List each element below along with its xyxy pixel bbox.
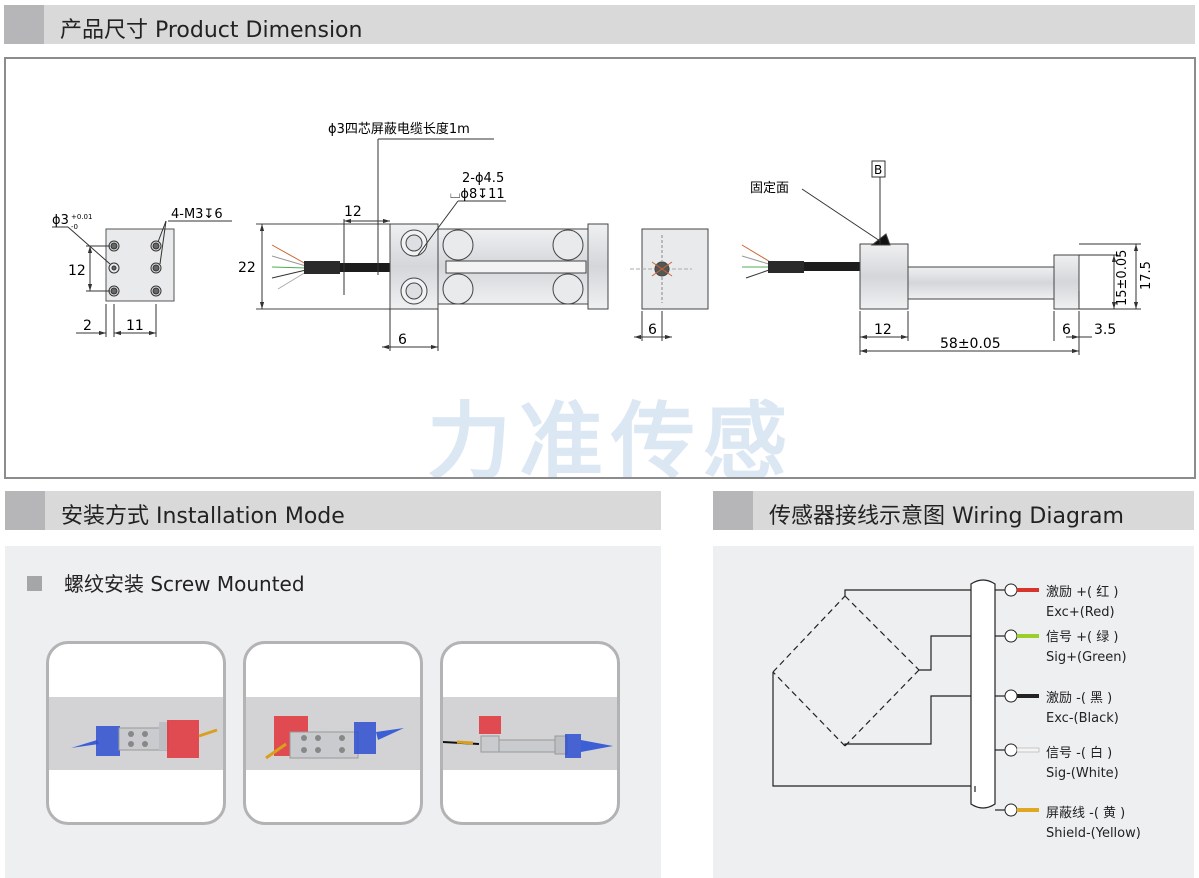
mount-illustration-3 — [443, 716, 613, 758]
wire-terminals — [1004, 583, 1040, 817]
dim-12-top: 12 — [344, 204, 362, 220]
pin-dia-label: ϕ3 — [52, 213, 69, 228]
dim-17-5: 17.5 — [1139, 261, 1154, 290]
dim-22: 22 — [238, 260, 256, 276]
front-view — [256, 138, 609, 351]
thread-note: 4-M3↧6 — [171, 207, 223, 222]
wire-label-shield-cn: 屏蔽线 -( 黄 ) — [1046, 806, 1126, 821]
dim-58: 58±0.05 — [940, 336, 1001, 352]
counterbore-note: ⌴ϕ8↧11 — [450, 187, 505, 202]
datum-box — [871, 160, 886, 178]
mount-illustration-1 — [71, 720, 218, 758]
dimension-drawing: 力准传感 ϕ3 +0.01 -0 4-M3↧6 — [52, 121, 1154, 477]
wire-label-sig-minus-en: Sig-(White) — [1046, 766, 1119, 781]
wire-label-sig-minus-cn: 信号 -( 白 ) — [1046, 746, 1113, 761]
dimension-drawing-panel: 力准传感 ϕ3 +0.01 -0 4-M3↧6 — [4, 57, 1196, 479]
installation-subtitle-text: 螺纹安装 Screw Mounted — [64, 572, 305, 596]
fixed-face-label: 固定面 — [750, 181, 789, 196]
installation-subtitle: 螺纹安装 Screw Mounted — [27, 568, 305, 597]
bullet-square-icon — [27, 576, 42, 591]
wire-label-exc-minus-en: Exc-(Black) — [1046, 711, 1119, 726]
wire-label-sig-plus-cn: 信号 +( 绿 ) — [1046, 630, 1119, 645]
dim-12-left: 12 — [68, 263, 86, 279]
mount-image-card-3 — [440, 641, 620, 825]
header-tab-block — [4, 5, 44, 44]
wire-label-shield-en: Shield-(Yellow) — [1046, 826, 1141, 841]
mount-image-card-2 — [243, 641, 423, 825]
dim-15: 15±0.05 — [1115, 250, 1130, 306]
dim-2: 2 — [83, 318, 92, 334]
wiring-schematic — [772, 579, 1040, 817]
side-end-view — [630, 228, 709, 341]
mount-image-card-1 — [46, 641, 226, 825]
end-view — [52, 220, 232, 337]
wiring-title: 传感器接线示意图 Wiring Diagram — [769, 504, 1124, 529]
dim-6-side: 6 — [1062, 322, 1071, 338]
wire-label-exc-plus-en: Exc+(Red) — [1046, 605, 1115, 620]
wiring-header: 传感器接线示意图 Wiring Diagram — [713, 491, 1194, 530]
watermark: 力准传感 — [427, 393, 795, 477]
header-tab-block — [713, 491, 753, 530]
dim-6-front: 6 — [398, 332, 407, 348]
wire-label-sig-plus-en: Sig+(Green) — [1046, 650, 1127, 665]
installation-panel: 螺纹安装 Screw Mounted — [5, 546, 661, 878]
side-view — [741, 175, 1141, 355]
installation-header: 安装方式 Installation Mode — [5, 491, 661, 530]
dim-11: 11 — [126, 318, 144, 334]
header-tab-block — [5, 491, 45, 530]
cable-note: ϕ3四芯屏蔽电缆长度1m — [328, 121, 470, 137]
dim-6-end: 6 — [648, 322, 657, 338]
datum-label: B — [874, 163, 882, 177]
pin-tol-upper: +0.01 — [71, 213, 92, 221]
dimension-header: 产品尺寸 Product Dimension — [4, 5, 1195, 44]
dim-3-5: 3.5 — [1094, 322, 1116, 338]
installation-title: 安装方式 Installation Mode — [61, 504, 345, 529]
wire-label-exc-minus-cn: 激励 -( 黑 ) — [1046, 691, 1113, 706]
holes-note: 2-ϕ4.5 — [462, 171, 504, 186]
dim-12-side: 12 — [874, 322, 892, 338]
pin-tol-lower: -0 — [71, 223, 78, 231]
mount-illustration-2 — [265, 716, 404, 760]
wire-label-exc-plus-cn: 激励 +( 红 ) — [1046, 585, 1119, 600]
wiring-panel: 激励 +( 红 ) Exc+(Red) 信号 +( 绿 ) Sig+(Green… — [713, 546, 1194, 878]
dimension-title: 产品尺寸 Product Dimension — [60, 18, 363, 43]
